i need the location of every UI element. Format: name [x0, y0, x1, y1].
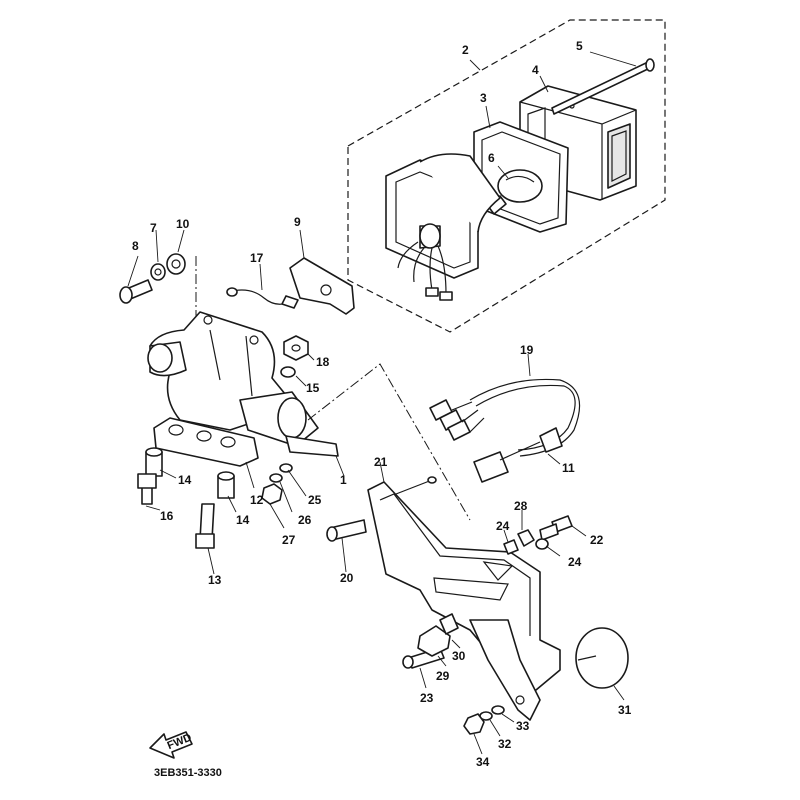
- callout-19: 19: [520, 343, 534, 357]
- license-light-lead: [395, 476, 437, 495]
- callout-11: 11: [562, 461, 575, 475]
- part-1-bracket[interactable]: [147, 311, 339, 457]
- callout-10: 10: [176, 217, 190, 231]
- callout-21: 21: [374, 455, 388, 469]
- callout-3: 3: [480, 91, 487, 105]
- callout-26: 26: [298, 513, 312, 527]
- callout-2: 2: [462, 43, 469, 57]
- callout-leaders: [127, 51, 637, 755]
- assembly-boundary-dashed: [347, 19, 666, 333]
- callout-15: 15: [306, 381, 320, 395]
- callout-4: 4: [532, 63, 539, 77]
- callout-28: 28: [514, 499, 528, 513]
- callout-14-lower: 14: [236, 513, 250, 527]
- callout-27: 27: [282, 533, 296, 547]
- part-11-connector[interactable]: [473, 427, 563, 483]
- callout-24-right: 24: [568, 555, 582, 569]
- part-14-collar-upper[interactable]: [145, 447, 163, 477]
- tail-light-base-plate[interactable]: [385, 153, 501, 301]
- tail-light-assembly-group: [347, 19, 666, 333]
- part-10-collar[interactable]: [166, 253, 186, 275]
- callout-33: 33: [516, 719, 530, 733]
- callout-numbers: 2 5 4 3 6 8 7 10 9 17 18 15 19 1 14 11 2…: [132, 39, 632, 769]
- callout-16: 16: [160, 509, 174, 523]
- part-26-washer[interactable]: [269, 473, 283, 483]
- callout-1: 1: [340, 473, 347, 487]
- callout-14-upper: 14: [178, 473, 192, 487]
- callout-13: 13: [208, 573, 222, 587]
- part-14-collar-lower[interactable]: [217, 471, 235, 499]
- callout-20: 20: [340, 571, 354, 585]
- callout-24-left: 24: [496, 519, 510, 533]
- tail-light-bracket-group: [119, 253, 471, 549]
- part-18-nut[interactable]: [283, 335, 309, 361]
- callout-9: 9: [294, 215, 301, 229]
- part-34-nut[interactable]: [463, 713, 485, 735]
- callout-34: 34: [476, 755, 490, 769]
- part-24-washer-right[interactable]: [535, 538, 549, 550]
- part-15-washer[interactable]: [280, 366, 296, 378]
- part-16-bolt[interactable]: [137, 473, 157, 505]
- callout-29: 29: [436, 669, 450, 683]
- callout-12: 12: [250, 493, 264, 507]
- part-20-bolt[interactable]: [326, 519, 367, 542]
- part-13-bolt[interactable]: [195, 503, 215, 549]
- callout-25: 25: [308, 493, 322, 507]
- callout-8: 8: [132, 239, 139, 253]
- part-31-reflector[interactable]: [575, 627, 629, 689]
- callout-6: 6: [488, 151, 495, 165]
- part-6-bulb[interactable]: [487, 169, 543, 215]
- callout-31: 31: [618, 703, 632, 717]
- callout-32: 32: [498, 737, 512, 751]
- callout-23: 23: [420, 691, 434, 705]
- part-17-lead-wire[interactable]: [226, 287, 299, 309]
- part-21-license-bracket[interactable]: [367, 481, 561, 721]
- center-line: [307, 363, 471, 521]
- part-25-washer[interactable]: [279, 463, 293, 473]
- part-29-damper[interactable]: [417, 625, 451, 657]
- forward-arrow-icon: FWD: [149, 731, 193, 759]
- part-7-washer[interactable]: [150, 263, 166, 281]
- drawing-code: 3EB351-3330: [154, 767, 222, 779]
- part-33-washer[interactable]: [491, 705, 505, 715]
- part-24-washer-left[interactable]: [503, 539, 519, 555]
- callout-7: 7: [150, 221, 157, 235]
- callout-17: 17: [250, 251, 264, 265]
- callout-5: 5: [576, 39, 583, 53]
- callout-18: 18: [316, 355, 330, 369]
- part-30-collar[interactable]: [439, 613, 459, 635]
- part-28-nut[interactable]: [517, 529, 535, 547]
- callout-30: 30: [452, 649, 466, 663]
- part-22-bolt[interactable]: [539, 515, 573, 541]
- part-27-nut[interactable]: [261, 483, 283, 505]
- part-5-screw[interactable]: [551, 58, 655, 115]
- part-8-bolt[interactable]: [119, 279, 153, 304]
- part-9-plate[interactable]: [289, 257, 355, 315]
- callout-22: 22: [590, 533, 604, 547]
